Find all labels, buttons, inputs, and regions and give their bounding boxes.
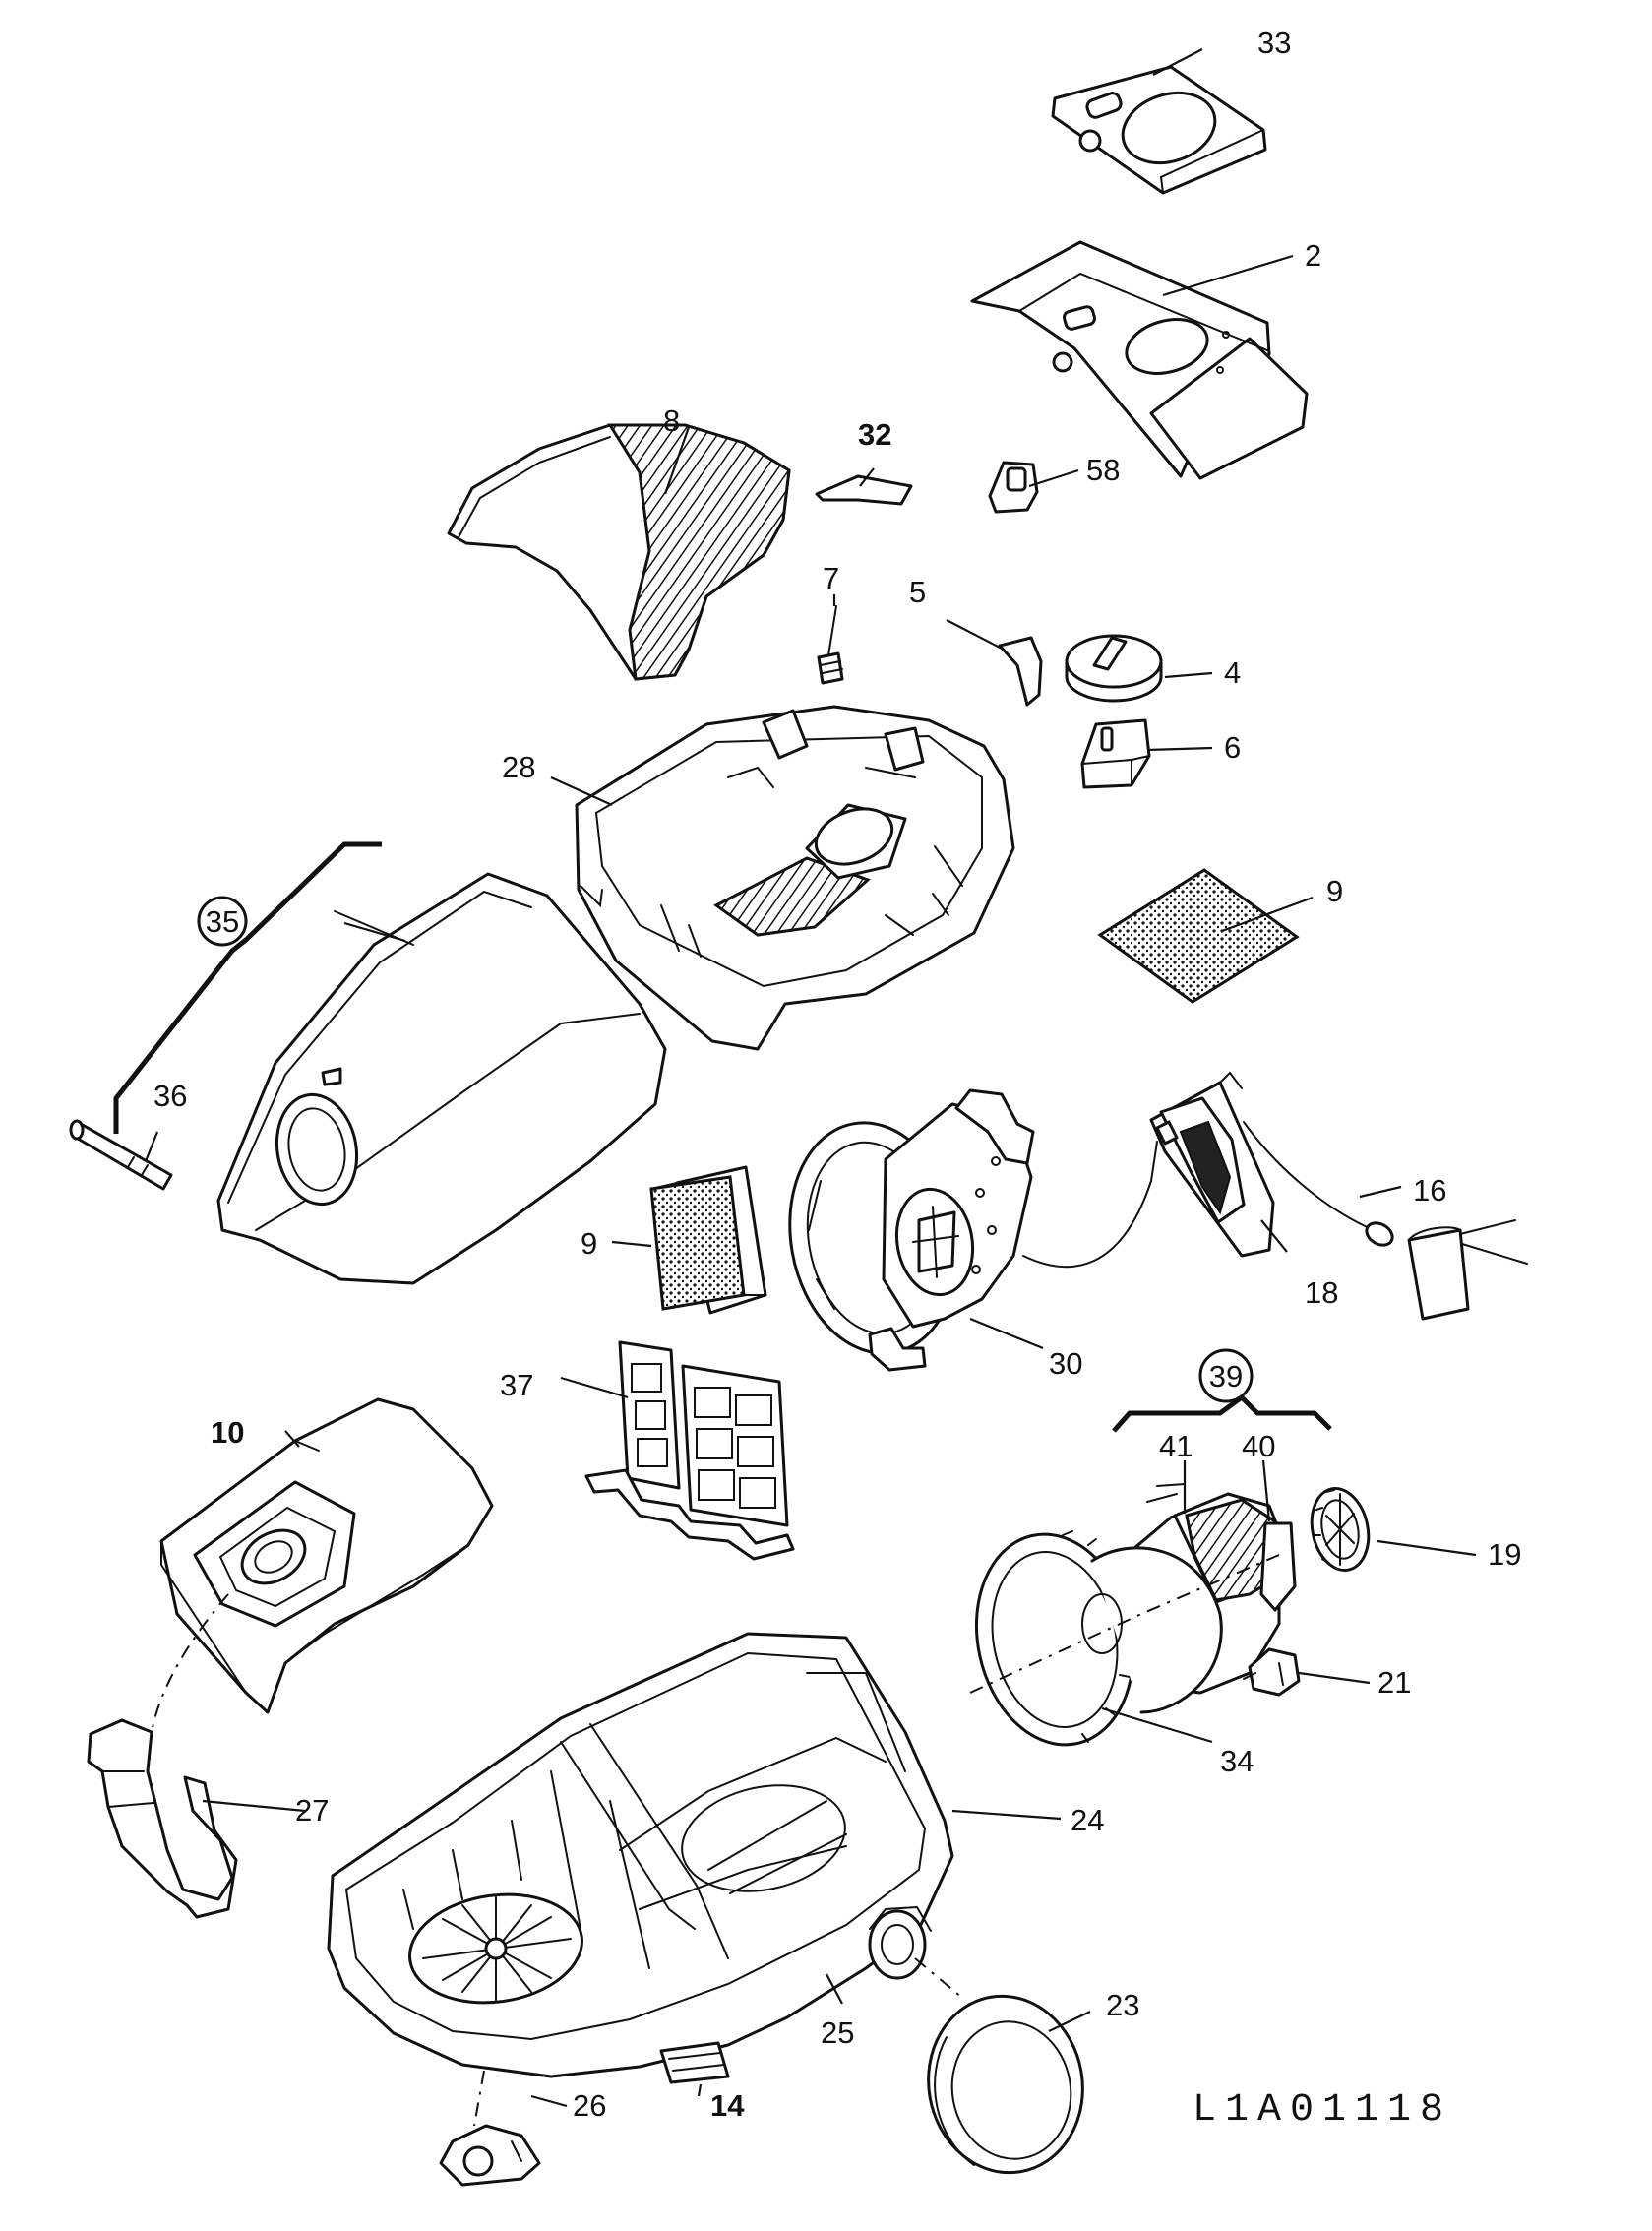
callout-33: 33	[1257, 26, 1291, 60]
part-19-fan-ring	[1310, 1487, 1371, 1572]
part-21-brush-holder	[1243, 1647, 1301, 1697]
callout-7: 7	[823, 561, 839, 595]
callout-28: 28	[502, 750, 535, 784]
part-30-cord-reel	[788, 1088, 1035, 1372]
callout-40: 40	[1242, 1429, 1275, 1463]
callout-5: 5	[909, 575, 926, 609]
callout-19: 19	[1488, 1537, 1521, 1572]
part-5-slider	[998, 636, 1043, 707]
callout-35-circled: 35	[197, 896, 248, 947]
part-6-button	[1080, 718, 1151, 789]
part-33-cover-plate	[1051, 65, 1267, 195]
part-23-rear-wheel	[927, 1994, 1084, 2175]
leader-lines	[144, 48, 1477, 2108]
callout-35: 35	[206, 904, 239, 939]
part-58-latch	[988, 461, 1039, 514]
callout-39-circled: 39	[1198, 1348, 1254, 1403]
part-26-front-wheel	[439, 2124, 541, 2187]
part-32-clip	[815, 474, 913, 506]
part-24-base-body	[327, 1632, 963, 2127]
part-28-cover-frame	[575, 705, 1015, 1051]
callout-25: 25	[821, 2015, 854, 2050]
part-35-bracket	[113, 841, 382, 1134]
callout-10: 10	[211, 1415, 244, 1450]
callout-39: 39	[1209, 1359, 1243, 1394]
part-16-cord-plug	[1243, 1121, 1528, 1321]
callout-30: 30	[1049, 1346, 1082, 1381]
part-2-top-shell	[970, 240, 1309, 480]
assembly-path-bag	[148, 1593, 229, 1761]
part-4-knob	[1065, 634, 1163, 703]
callout-16: 16	[1413, 1173, 1446, 1208]
callout-32: 32	[858, 417, 891, 452]
callout-4: 4	[1224, 655, 1241, 690]
callout-9-mid: 9	[581, 1226, 597, 1261]
part-8-grille-cover	[447, 423, 791, 681]
part-27-hanger-bracket	[87, 1718, 238, 1919]
callout-14: 14	[710, 2088, 745, 2123]
part-10-dust-bag	[159, 1397, 494, 1714]
part-9-square-filter	[1097, 868, 1300, 1004]
part-37-grid-bracket	[584, 1340, 795, 1561]
part-7-spring	[817, 605, 844, 685]
callout-18: 18	[1305, 1275, 1338, 1310]
callout-6: 6	[1224, 730, 1241, 765]
part-35-top-housing	[216, 872, 667, 1285]
power-cord	[1022, 1141, 1158, 1269]
callout-24: 24	[1071, 1803, 1104, 1837]
callout-58: 58	[1086, 453, 1120, 487]
callout-8: 8	[663, 403, 680, 438]
callout-9-top: 9	[1326, 874, 1343, 908]
callout-36: 36	[153, 1079, 187, 1113]
part-18-switch-panel	[1149, 1071, 1275, 1258]
callout-26: 26	[573, 2088, 606, 2123]
drawing-code: L1A01118	[1193, 2088, 1452, 2133]
callout-23: 23	[1106, 1988, 1139, 2022]
callout-21: 21	[1377, 1665, 1411, 1700]
part-39-motor-assembly	[969, 1394, 1332, 1747]
callout-37: 37	[500, 1368, 533, 1402]
callout-34: 34	[1220, 1744, 1254, 1778]
callout-2: 2	[1305, 238, 1321, 273]
part-36-rod	[69, 1119, 173, 1191]
part-9-filter-frame	[649, 1165, 767, 1315]
callout-41: 41	[1159, 1429, 1193, 1463]
callout-27: 27	[295, 1793, 329, 1828]
